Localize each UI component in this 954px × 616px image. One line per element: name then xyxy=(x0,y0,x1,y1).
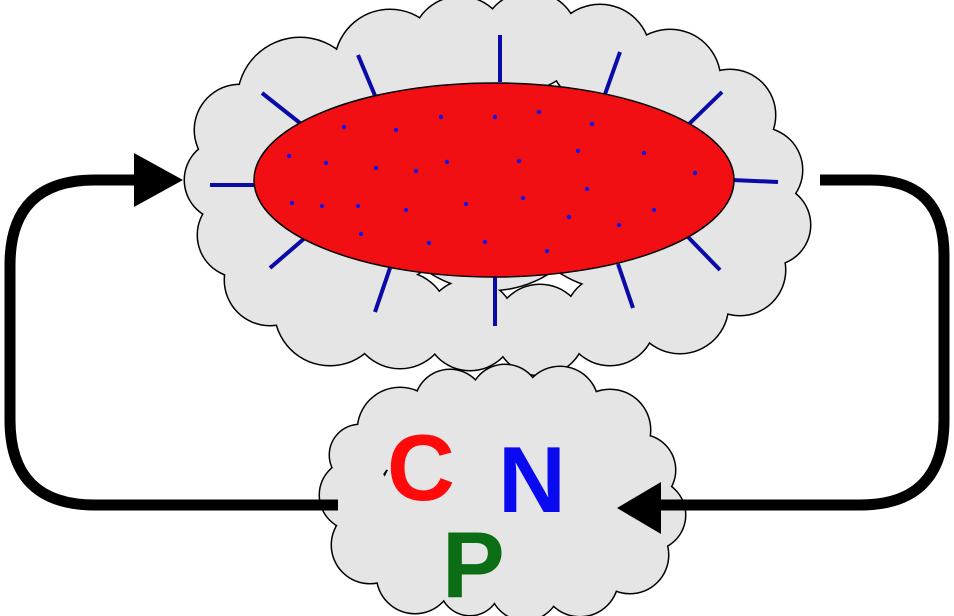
nitrogen-letter: N xyxy=(498,427,566,532)
cell-body xyxy=(253,82,735,278)
cell-dot xyxy=(426,240,432,246)
cell-dot xyxy=(438,114,444,120)
flagellum xyxy=(602,51,622,98)
cell-dot xyxy=(323,160,329,166)
flagellum xyxy=(686,235,722,272)
cell-dot xyxy=(641,150,647,156)
cell-dot xyxy=(520,195,526,201)
cell-dot xyxy=(403,207,409,213)
cell-dot xyxy=(566,214,572,220)
cell-dot xyxy=(584,186,590,192)
flagellum xyxy=(686,90,724,127)
cell-dot xyxy=(355,203,361,209)
cell-dot xyxy=(589,121,595,127)
flagellum xyxy=(373,267,392,313)
flagellum xyxy=(260,91,307,129)
cell-dot xyxy=(463,201,469,207)
cycle-arrows xyxy=(4,153,950,534)
top-cloud-puff xyxy=(495,285,585,375)
cell-dot xyxy=(341,124,347,130)
nutrient-letters: C N P xyxy=(387,415,566,616)
flagellum xyxy=(356,54,378,99)
flagella xyxy=(210,35,779,326)
cell-dot xyxy=(289,200,295,206)
left-arrow-head xyxy=(134,153,183,207)
cell-dot xyxy=(286,153,292,159)
flagellum xyxy=(616,263,635,309)
cell-dot xyxy=(651,207,657,213)
flagellum xyxy=(731,178,779,184)
bottom-cloud-puff xyxy=(510,440,630,560)
left-arrow-path xyxy=(4,174,338,511)
cell-dot xyxy=(413,168,419,174)
cell-dot xyxy=(373,165,379,171)
cell-dots xyxy=(286,109,698,254)
cell-dot xyxy=(319,203,325,209)
cell-dot xyxy=(516,158,522,164)
carbon-letter: C xyxy=(387,415,455,520)
bottom-cloud-puff xyxy=(330,425,390,485)
cell-dot xyxy=(358,231,364,237)
bacterium xyxy=(210,35,779,326)
cell-dot xyxy=(616,222,622,228)
cell-dot xyxy=(544,248,550,254)
top-cloud-puff xyxy=(412,0,508,93)
cell-dot xyxy=(393,127,399,133)
cell-dot xyxy=(492,114,498,120)
bottom-cloud-puff xyxy=(380,440,500,560)
phosphorus-letter: P xyxy=(442,512,505,616)
cell-dot xyxy=(692,170,698,176)
right-arrow-head xyxy=(617,482,661,534)
cell-dot xyxy=(482,239,488,245)
cell-dot xyxy=(536,109,542,115)
cell-dot xyxy=(575,148,581,154)
top-cloud-puff xyxy=(565,275,655,365)
top-cloud-puff xyxy=(425,280,515,370)
flagellum xyxy=(268,235,308,270)
cell-dot xyxy=(444,159,450,165)
right-arrow-path xyxy=(660,174,950,511)
